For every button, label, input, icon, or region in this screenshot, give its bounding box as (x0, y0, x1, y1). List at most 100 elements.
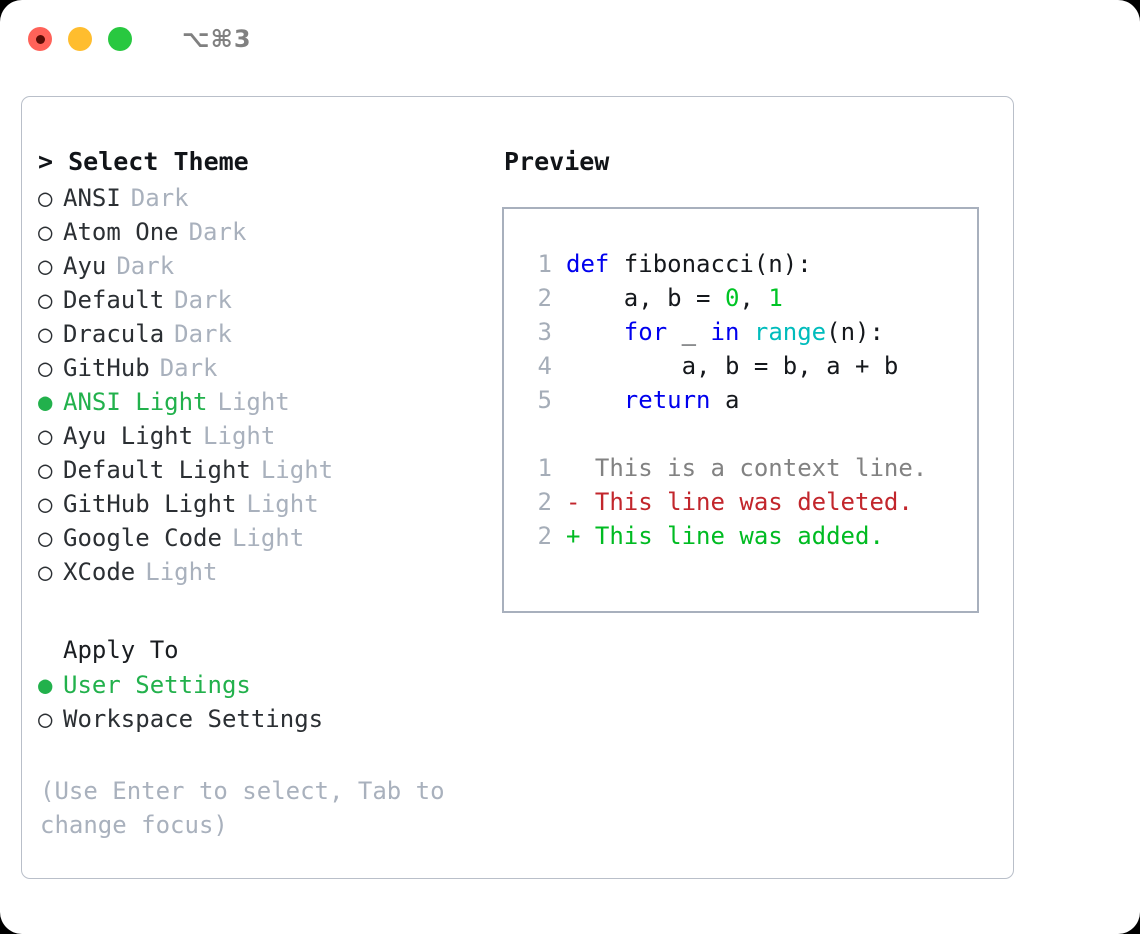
theme-option-name: ANSI Light (63, 388, 208, 416)
code-token: range (753, 318, 827, 346)
theme-option-name: Ayu Light (63, 422, 194, 450)
theme-option-default-light[interactable]: ○ Default Light Light (38, 453, 502, 487)
keyboard-shortcut-label: ⌥⌘3 (182, 25, 252, 53)
diff-marker (566, 451, 595, 485)
apply-to-option-user-settings[interactable]: ● User Settings (38, 668, 502, 702)
code-text: def fibonacci(n): (566, 247, 812, 281)
theme-option-name: Google Code (63, 524, 222, 552)
code-token: a (710, 386, 740, 414)
radio-unselected-icon[interactable]: ○ (38, 286, 53, 314)
theme-option-github[interactable]: ○ GitHub Dark (38, 351, 502, 385)
spacer (518, 417, 977, 451)
radio-unselected-icon[interactable]: ○ (38, 320, 53, 348)
theme-option-variant: Dark (174, 320, 232, 348)
theme-option-ayu[interactable]: ○ Ayu Dark (38, 249, 502, 283)
code-token: _ (667, 318, 711, 346)
code-token: 1 (768, 284, 783, 312)
line-number: 1 (537, 250, 552, 278)
diff-line-context: 1 This is a context line. (518, 451, 977, 485)
code-text: a, b = 0, 1 (566, 281, 783, 315)
code-line: 2 a, b = 0, 1 (518, 281, 977, 315)
diff-line-added: 2+ This line was added. (518, 519, 977, 553)
code-token: in (710, 318, 740, 346)
theme-option-variant: Dark (159, 354, 218, 382)
radio-unselected-icon[interactable]: ○ (38, 490, 53, 518)
diff-marker: - (566, 488, 595, 516)
code-token: return (623, 386, 711, 414)
theme-option-name: Default Light (63, 456, 251, 484)
code-token: (n): (826, 318, 884, 346)
line-number: 4 (537, 352, 552, 380)
theme-option-variant: Dark (188, 218, 247, 246)
code-token: a, b = b, a + b (566, 352, 899, 380)
theme-option-variant: Dark (130, 184, 189, 212)
apply-to-list[interactable]: ● User Settings ○ Workspace Settings (38, 668, 502, 736)
code-token: , (739, 284, 769, 312)
line-number: 2 (537, 284, 552, 312)
theme-option-variant: Light (260, 456, 334, 484)
code-line: 4 a, b = b, a + b (518, 349, 977, 383)
theme-option-variant: Dark (116, 252, 175, 280)
radio-selected-icon[interactable]: ● (38, 388, 53, 416)
title-bar: ⌥⌘3 (0, 0, 1140, 78)
radio-selected-icon[interactable]: ● (38, 671, 53, 699)
line-number: 3 (537, 318, 552, 346)
theme-option-xcode[interactable]: ○ XCode Light (38, 555, 502, 589)
apply-to-option-name: User Settings (63, 671, 251, 699)
line-number: 1 (537, 454, 552, 482)
diff-text: This line was added. (594, 522, 884, 550)
code-token (739, 318, 753, 346)
select-theme-header: > Select Theme (38, 147, 249, 176)
code-token: 0 (724, 284, 740, 312)
close-button[interactable] (28, 27, 52, 51)
code-token: fibonacci(n): (623, 250, 812, 278)
theme-option-name: Ayu (63, 252, 107, 280)
radio-unselected-icon[interactable]: ○ (38, 422, 53, 450)
radio-unselected-icon[interactable]: ○ (38, 252, 53, 280)
theme-option-variant: Light (145, 558, 218, 586)
radio-unselected-icon[interactable]: ○ (38, 456, 53, 484)
code-token: for (623, 318, 668, 346)
theme-option-name: GitHub (63, 354, 150, 382)
theme-option-google-code[interactable]: ○ Google Code Light (38, 521, 502, 555)
radio-unselected-icon[interactable]: ○ (38, 705, 53, 733)
radio-unselected-icon[interactable]: ○ (38, 184, 53, 212)
theme-option-variant: Light (217, 388, 290, 416)
radio-unselected-icon[interactable]: ○ (38, 354, 53, 382)
line-number: 2 (537, 488, 552, 516)
code-text: a, b = b, a + b (566, 349, 899, 383)
theme-option-name: ANSI (63, 184, 121, 212)
diff-preview: 1 This is a context line.2- This line wa… (518, 451, 977, 553)
maximize-button[interactable] (108, 27, 132, 51)
code-line: 1 def fibonacci(n): (518, 247, 977, 281)
diff-line-deleted: 2- This line was deleted. (518, 485, 977, 519)
code-line: 3 for _ in range(n): (518, 315, 977, 349)
radio-unselected-icon[interactable]: ○ (38, 524, 53, 552)
theme-option-variant: Light (231, 524, 305, 552)
theme-option-name: Default (63, 286, 165, 314)
theme-option-ansi[interactable]: ○ ANSI Dark (38, 181, 502, 215)
radio-unselected-icon[interactable]: ○ (38, 558, 53, 586)
theme-option-variant: Dark (174, 286, 232, 314)
theme-option-name: XCode (63, 558, 136, 586)
apply-to-option-name: Workspace Settings (63, 705, 324, 733)
minimize-button[interactable] (68, 27, 92, 51)
apply-to-option-workspace-settings[interactable]: ○ Workspace Settings (38, 702, 502, 736)
code-token: a, b = (566, 284, 725, 312)
theme-option-default[interactable]: ○ Default Dark (38, 283, 502, 317)
theme-option-ansi-light[interactable]: ● ANSI Light Light (38, 385, 502, 419)
keyboard-hint-text: (Use Enter to select, Tab to change focu… (40, 777, 445, 839)
radio-unselected-icon[interactable]: ○ (38, 218, 53, 246)
code-token (566, 386, 624, 414)
code-text: return a (566, 383, 740, 417)
